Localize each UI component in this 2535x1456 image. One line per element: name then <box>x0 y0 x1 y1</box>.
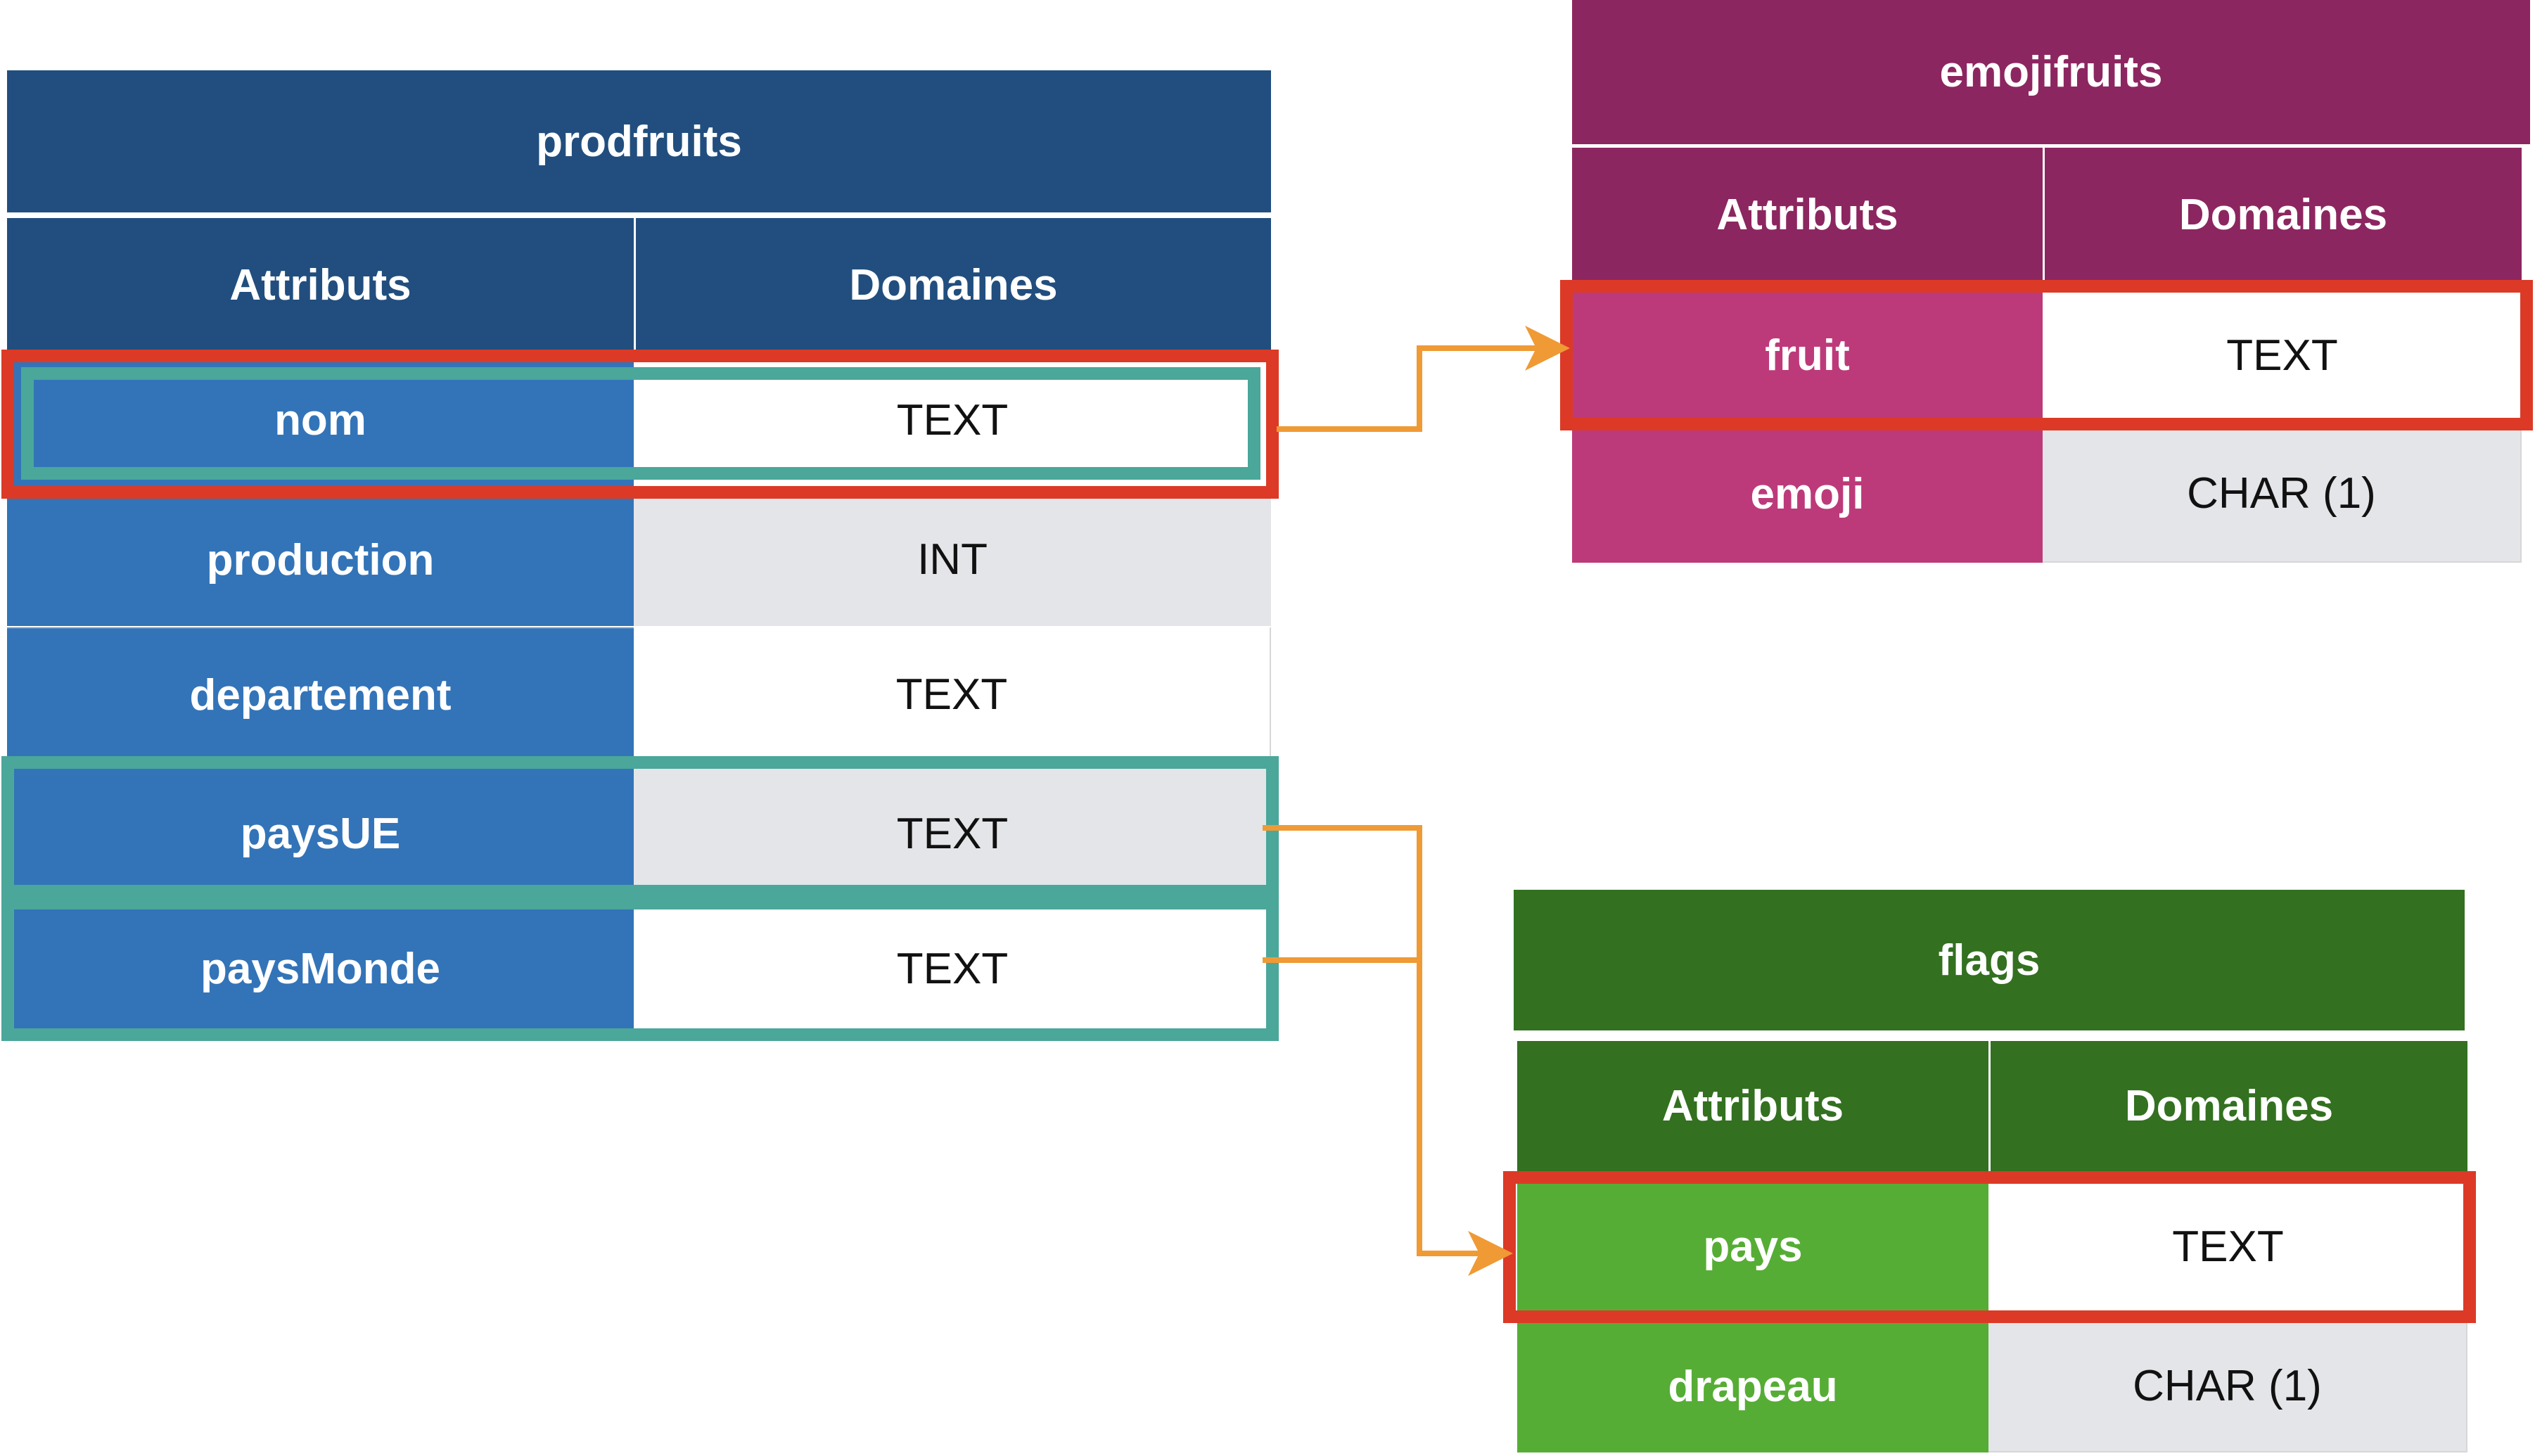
flags-header-domaines: Domaines <box>1988 1041 2467 1171</box>
prodfruits-dom-production: INT <box>634 492 1271 626</box>
link-nom-to-fruit <box>1277 326 1570 432</box>
emojifruits-dom-fruit: TEXT <box>2043 285 2522 426</box>
prodfruits-header-domaines: Domaines <box>634 218 1271 352</box>
prodfruits-attr-departement: departement <box>7 627 634 761</box>
prodfruits-title: prodfruits <box>7 70 1271 212</box>
prodfruits-dom-departement: TEXT <box>634 627 1271 761</box>
flags-attr-drapeau: drapeau <box>1517 1320 1988 1452</box>
prodfruits-dom-paysMonde: TEXT <box>634 902 1271 1035</box>
flags-dom-drapeau: CHAR (1) <box>1988 1320 2467 1452</box>
emojifruits-title: emojifruits <box>1572 0 2530 144</box>
flags-attr-pays: pays <box>1517 1178 1988 1315</box>
prodfruits-header-attributs: Attributs <box>7 218 634 352</box>
emojifruits-header-domaines: Domaines <box>2043 148 2522 281</box>
prodfruits-attr-paysUE: paysUE <box>7 767 634 900</box>
emojifruits-header-attributs: Attributs <box>1572 148 2043 281</box>
emojifruits-dom-emoji: CHAR (1) <box>2043 426 2522 563</box>
link-paysUE-to-pays <box>1263 825 1513 1276</box>
flags-header-attributs: Attributs <box>1517 1041 1988 1171</box>
prodfruits-attr-paysMonde: paysMonde <box>7 902 634 1035</box>
prodfruits-dom-paysUE: TEXT <box>634 767 1271 900</box>
flags-title: flags <box>1514 890 2465 1030</box>
emojifruits-attr-fruit: fruit <box>1572 285 2043 426</box>
flags-dom-pays: TEXT <box>1988 1178 2467 1315</box>
emojifruits-attr-emoji: emoji <box>1572 426 2043 563</box>
